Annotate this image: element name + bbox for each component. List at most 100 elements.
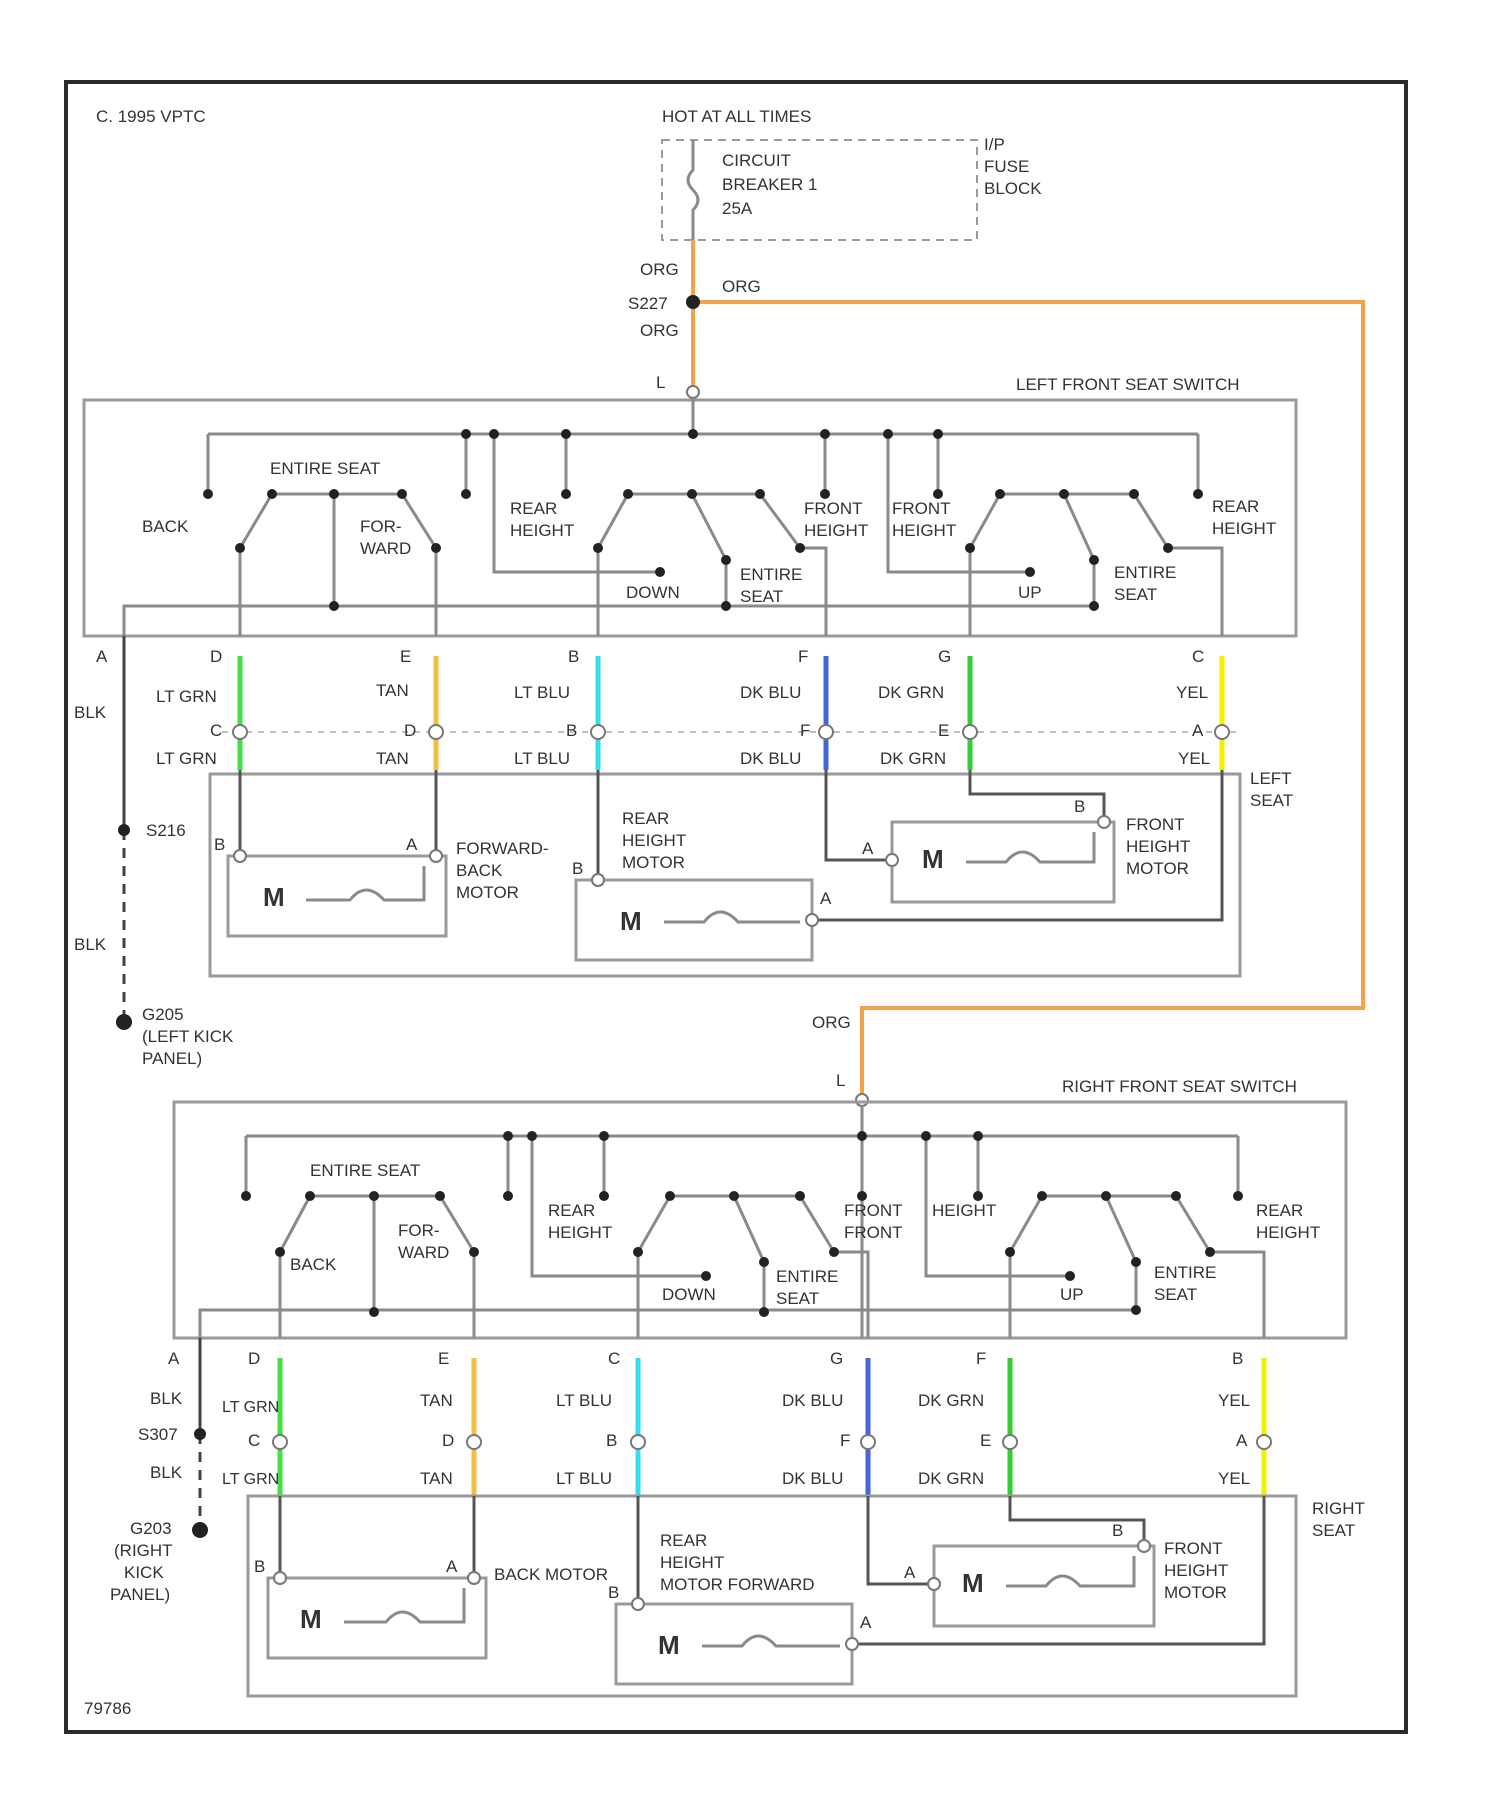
splice-wire-down-label: ORG [640, 321, 679, 340]
right-wire-bot-tan: TAN [420, 1469, 453, 1488]
left-label-back: BACK [142, 517, 189, 536]
splice-wire-in-label: ORG [640, 260, 679, 279]
left-pin-top-a: A [96, 647, 108, 666]
left-label-forward-1: FOR- [360, 517, 402, 536]
fuse-block-label-2: FUSE [984, 157, 1029, 176]
breaker-label-1: CIRCUIT [722, 151, 791, 170]
left-pin-conn-a: A [1192, 721, 1204, 740]
right-ground-g203 [192, 1522, 208, 1538]
left-front-height-motor-coil-icon [966, 832, 1094, 862]
right-label-front-2: FRONT [844, 1223, 903, 1242]
right-pin-conn-b: B [606, 1431, 617, 1450]
left-front-height-motor-pin-b [1098, 816, 1110, 828]
right-seat-label-1: RIGHT [1312, 1499, 1365, 1518]
right-wire-top-yel: YEL [1218, 1391, 1250, 1410]
left-front-height-motor-label-3: MOTOR [1126, 859, 1189, 878]
left-wire-top-dk-blu: DK BLU [740, 683, 801, 702]
left-pin-conn-f: F [800, 721, 810, 740]
figure-id: 79786 [84, 1699, 131, 1718]
right-rear-height-motor-coil-icon [702, 1636, 840, 1646]
left-forward-back-motor-pin-a [430, 850, 442, 862]
breaker-label-3: 25A [722, 199, 753, 218]
left-wire-bot-yel: YEL [1178, 749, 1210, 768]
splice-wire-right-label: ORG [722, 277, 761, 296]
left-label-entire-seat-2a: ENTIRE [740, 565, 802, 584]
right-wire-top-lt-blu: LT BLU [556, 1391, 612, 1410]
right-pin-top-f: F [976, 1349, 986, 1368]
right-switch-title: RIGHT FRONT SEAT SWITCH [1062, 1077, 1297, 1096]
left-label-rear-height-1b: HEIGHT [510, 521, 574, 540]
right-wire-top-tan: TAN [420, 1391, 453, 1410]
left-motor-wiring [240, 770, 1222, 920]
left-forward-back-motor-pin-b-label: B [214, 835, 225, 854]
left-rear-height-motor-label-3: MOTOR [622, 853, 685, 872]
right-label-height-overlap: HEIGHT [932, 1201, 996, 1220]
left-switch-contacts [203, 429, 1203, 611]
left-label-entire-seat-3a: ENTIRE [1114, 563, 1176, 582]
right-pin-l-connector [856, 1094, 868, 1106]
left-switch-title: LEFT FRONT SEAT SWITCH [1016, 375, 1240, 394]
right-label-entire-seat-2b: SEAT [776, 1289, 819, 1308]
right-front-height-motor-label-1: FRONT [1164, 1539, 1223, 1558]
left-front-height-motor-label-1: FRONT [1126, 815, 1185, 834]
left-rear-height-motor-pin-a [806, 914, 818, 926]
right-pin-top-g: G [830, 1349, 843, 1368]
right-ground-label-1: G203 [130, 1519, 172, 1538]
fuse-block-label-1: I/P [984, 135, 1005, 154]
right-back-motor-pin-a-label: A [446, 1557, 458, 1576]
right-label-rear-height-2a: REAR [1256, 1201, 1303, 1220]
right-wire-top-lt-grn: LT GRN [222, 1399, 279, 1416]
splice-id-label: S227 [628, 294, 668, 313]
left-label-entire-seat-2b: SEAT [740, 587, 783, 606]
right-splice-label: S307 [138, 1425, 178, 1444]
right-wire-bot-yel: YEL [1218, 1469, 1250, 1488]
left-forward-back-motor-symbol: M [263, 882, 285, 912]
left-pin-top-e: E [400, 647, 411, 666]
right-back-motor-pin-b [274, 1572, 286, 1584]
left-pin-l-connector [687, 386, 699, 398]
left-forward-back-motor-box [228, 856, 446, 936]
right-ground-wire-label-1: BLK [150, 1389, 183, 1408]
left-wire-bot-tan: TAN [376, 749, 409, 768]
right-wire-in-label: ORG [812, 1013, 851, 1032]
right-front-height-motor-pin-b-label: B [1112, 1521, 1123, 1540]
left-wire-top-lt-grn: LT GRN [156, 687, 217, 706]
left-label-forward-2: WARD [360, 539, 411, 558]
orange-feed-wires [693, 240, 1363, 1098]
left-splice-label: S216 [146, 821, 186, 840]
left-wire-bot-dk-blu: DK BLU [740, 749, 801, 768]
left-forward-back-motor-label-1: FORWARD- [456, 839, 549, 858]
right-rear-height-motor-pin-a-label: A [860, 1613, 872, 1632]
right-rear-height-motor-label-2: HEIGHT [660, 1553, 724, 1572]
right-ground-wire-label-2: BLK [150, 1463, 183, 1482]
left-pin-conn-e: E [938, 721, 949, 740]
left-label-front-height-2a: FRONT [892, 499, 951, 518]
left-rear-height-motor-box [576, 880, 812, 960]
right-label-rear-height-1b: HEIGHT [548, 1223, 612, 1242]
right-back-motor-coil-icon [344, 1588, 464, 1622]
left-ground-label-1: G205 [142, 1005, 184, 1024]
right-label-entire-seat-3a: ENTIRE [1154, 1263, 1216, 1282]
right-pin-top-e: E [438, 1349, 449, 1368]
left-ground-wire-label-1: BLK [74, 703, 107, 722]
left-pin-top-f: F [798, 647, 808, 666]
right-rear-height-motor-pin-b [632, 1598, 644, 1610]
right-front-height-motor-coil-icon [1006, 1556, 1134, 1586]
right-rear-height-motor-symbol: M [658, 1630, 680, 1660]
splice-s227 [686, 295, 700, 309]
circuit-breaker-symbol [688, 140, 698, 240]
left-front-height-motor-pin-a-label: A [862, 839, 874, 858]
left-wire-top-yel: YEL [1176, 683, 1208, 702]
right-pin-top-a: A [168, 1349, 180, 1368]
hot-at-all-times-label: HOT AT ALL TIMES [662, 107, 811, 126]
right-pin-conn-e: E [980, 1431, 991, 1450]
left-pin-top-g: G [938, 647, 951, 666]
left-forward-back-motor-coil-icon [306, 866, 424, 900]
right-label-up: UP [1060, 1285, 1084, 1304]
copyright-label: C. 1995 VPTC [96, 107, 206, 126]
right-back-motor-pin-a [468, 1572, 480, 1584]
right-pin-conn-d: D [442, 1431, 454, 1450]
left-rear-height-motor-coil-icon [664, 912, 800, 922]
left-rear-height-motor-label-1: REAR [622, 809, 669, 828]
right-pin-conn-c: C [248, 1431, 260, 1450]
